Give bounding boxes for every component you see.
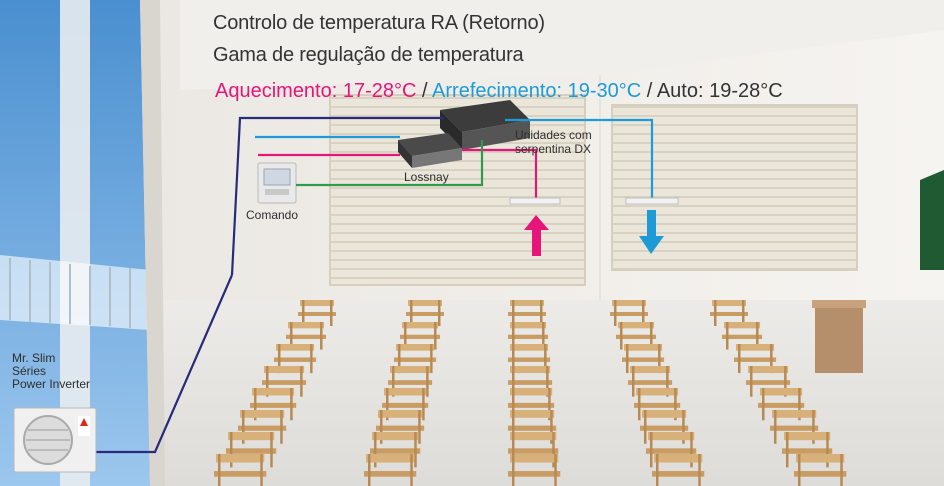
chair [214,454,267,486]
chair [770,410,819,444]
chair [286,322,327,350]
wall-controller [257,162,297,204]
outdoor-line-1: Mr. Slim [12,351,56,365]
chair [376,410,425,444]
chair [610,300,648,326]
chair [634,388,681,421]
chair [508,388,555,421]
chalkboard [920,170,944,270]
separator: / [641,80,657,102]
chair [646,432,697,468]
chair [370,432,421,468]
supply-air-arrow [639,210,664,254]
chair [722,322,763,350]
chair [508,454,561,486]
chair [394,344,437,374]
chair [628,366,673,397]
chair [388,366,433,397]
lossnay-unit [398,133,462,168]
chair [508,410,557,444]
pipe-routing [95,116,654,454]
chair [640,410,689,444]
chair [508,344,551,374]
outdoor-line-3: Power Inverter [12,377,91,391]
lossnay-label: Lossnay [404,170,449,184]
chair [274,344,317,374]
chair [782,432,833,468]
chair [406,300,444,326]
chair [710,300,748,326]
doorway-edge [140,0,165,486]
temperature-range: Aquecimento: 17-28°C / Arrefecimento: 19… [215,80,783,103]
chair [794,454,847,486]
building-column [60,0,90,486]
brand-logo-icon [80,418,88,426]
chair [250,388,297,421]
dx-units-label: Unidades com serpentina DX [515,128,592,156]
chair [652,454,705,486]
chair [382,388,429,421]
diagram-subtitle: Gama de regulação de temperatura [213,44,524,66]
chair [238,410,287,444]
outdoor-unit [13,407,97,473]
chair [508,366,553,397]
lectern [815,305,863,373]
chair [508,322,549,350]
chair [734,344,777,374]
chair [364,454,417,486]
separator: / [416,80,433,102]
cooling-range: Arrefecimento: 19-30°C [432,80,642,102]
railing-bars [9,258,131,328]
dx-unit [440,100,530,150]
chair [400,322,441,350]
auto-range: Auto: 19-28°C [656,80,783,102]
diagram-title: Controlo de temperatura RA (Retorno) [213,12,545,34]
chair [758,388,805,421]
outdoor-line-2: Séries [12,364,47,378]
chair [298,300,336,326]
return-grille [509,197,561,205]
chair [616,322,657,350]
outdoor-unit-label: Mr. Slim Séries Power Inverter [12,352,90,391]
balcony-railing [0,255,150,330]
chair [508,432,559,468]
chair [622,344,665,374]
return-air-arrow [524,215,549,256]
classroom-chairs [214,300,847,486]
chair [262,366,307,397]
heating-range: Aquecimento: 17-28°C [215,80,417,102]
chair [746,366,791,397]
supply-grille [625,197,679,205]
chair [508,300,546,326]
controller-label: Comando [246,208,299,222]
chair [226,432,277,468]
ceiling [180,0,944,90]
